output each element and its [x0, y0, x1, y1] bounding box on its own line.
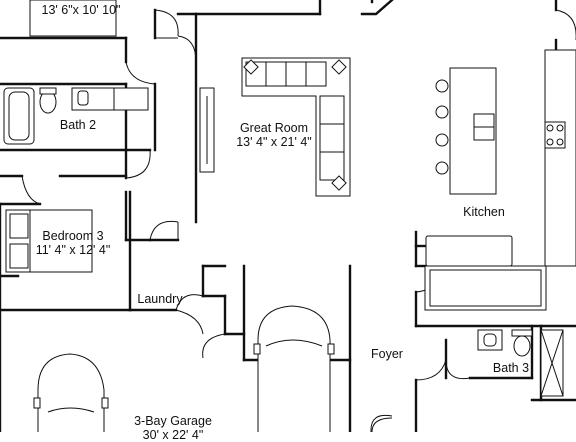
bedroom3-name: Bedroom 3 [42, 229, 104, 243]
floor-plan [0, 0, 576, 432]
bath2-fixtures [3, 87, 149, 145]
great-room-label: Great Room 13' 4" x 21' 4" [222, 121, 326, 149]
garage-cars [33, 305, 335, 432]
bath3-label: Bath 3 [482, 361, 540, 375]
garage-label: 3-Bay Garage 30' x 22' 4" [118, 414, 228, 442]
bath2-label: Bath 2 [48, 118, 108, 132]
foyer-name: Foyer [371, 347, 403, 361]
great-room-name: Great Room [239, 121, 309, 135]
foyer-label: Foyer [360, 347, 414, 361]
kitchen-label: Kitchen [450, 205, 518, 219]
kitchen-fixtures [424, 49, 576, 311]
top-bedroom-dims: 13' 6"x 10' 10" [41, 3, 121, 17]
garage-name: 3-Bay Garage [134, 414, 212, 428]
bedroom3-dims: 11' 4" x 12' 4" [35, 243, 111, 257]
great-room-dims: 13' 4" x 21' 4" [236, 135, 312, 149]
bath2-name: Bath 2 [59, 118, 97, 132]
top-bedroom-bed [29, 0, 117, 37]
bath3-fixtures [477, 329, 564, 397]
laundry-label: Laundry [130, 292, 190, 306]
kitchen-name: Kitchen [463, 205, 505, 219]
top-bedroom-label: 13' 6"x 10' 10" [26, 3, 136, 17]
bath3-name: Bath 3 [492, 361, 530, 375]
garage-dims: 30' x 22' 4" [142, 428, 204, 442]
foyer-stair [371, 417, 393, 432]
laundry-name: Laundry [137, 292, 183, 306]
bedroom3-label: Bedroom 3 11' 4" x 12' 4" [22, 229, 124, 257]
bedroom3-bed [5, 209, 93, 273]
great-room-furniture [199, 57, 351, 197]
